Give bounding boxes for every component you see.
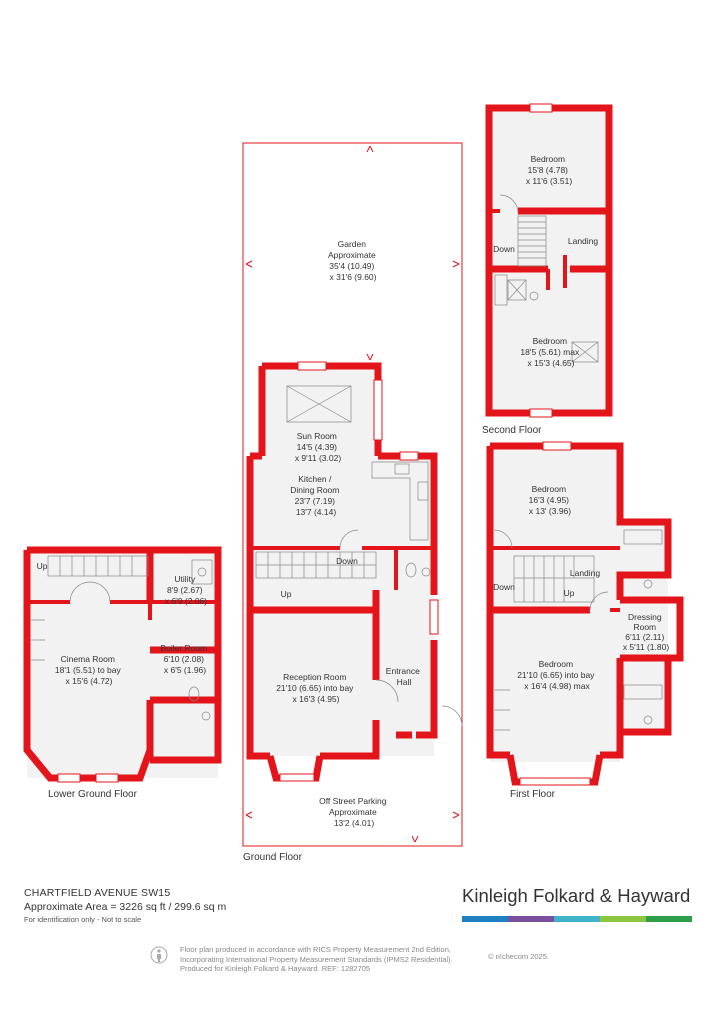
label-landing-second: Landing <box>568 236 599 246</box>
label-garden: Garden Approximate 35'4 (10.49) x 31'6 (… <box>328 239 378 282</box>
brand-bar-4 <box>600 916 646 922</box>
brand-name: Kinleigh Folkard & Hayward <box>462 885 691 906</box>
label-reception: Reception Room 21'10 (6.65) into bay x 1… <box>276 672 356 704</box>
note-line-1: Floor plan produced in accordance with R… <box>180 945 451 954</box>
label-sun-room: Sun Room 14'5 (4.39) x 9'11 (3.02) <box>295 431 342 463</box>
label-down-ground: Down <box>336 556 358 566</box>
label-bedroom-first-top: Bedroom 16'3 (4.95) x 13' (3.96) <box>529 484 572 516</box>
label-cinema-room: Cinema Room 18'1 (5.51) to bay x 15'6 (4… <box>55 654 123 686</box>
brand-color-bar <box>462 916 692 922</box>
brand-bar-2 <box>508 916 554 922</box>
label-up-first: Up <box>564 588 575 598</box>
label-dressing-room: Dressing Room 6'11 (2.11) x 5'11 (1.80) <box>623 612 670 652</box>
brand-bar-5 <box>646 916 692 922</box>
label-boiler-room: Boiler Room 6'10 (2.08) x 6'5 (1.96) <box>160 643 209 675</box>
ground-floor <box>242 142 463 847</box>
approximate-area: Approximate Area = 3226 sq ft / 299.6 sq… <box>24 901 227 913</box>
label-utility: Utility 8'9 (2.67) x 6'9 (2.06) <box>165 574 207 606</box>
label-parking: Off Street Parking Approximate 13'2 (4.0… <box>319 796 389 828</box>
label-landing-first: Landing <box>570 568 601 578</box>
lower-ground-floor <box>23 546 222 783</box>
rics-person-icon <box>150 946 168 964</box>
identification-note: For identification only - Not to scale <box>24 915 142 924</box>
floor-label-ground: Ground Floor <box>243 852 303 863</box>
label-bedroom-second-top: Bedroom 15'8 (4.78) x 11'6 (3.51) <box>526 154 573 186</box>
copyright: © n!checom 2025. <box>488 952 549 961</box>
label-down-second: Down <box>493 244 515 254</box>
property-address: CHARTFIELD AVENUE SW15 <box>24 887 171 899</box>
floor-label-first: First Floor <box>510 789 556 800</box>
measurement-note: Floor plan produced in accordance with R… <box>180 945 500 974</box>
brand-bar-1 <box>462 916 508 922</box>
label-up-ground: Up <box>281 589 292 599</box>
label-entrance-hall: Entrance Hall <box>386 666 422 687</box>
note-line-3: Produced for Kinleigh Folkard & Hayward.… <box>180 964 371 973</box>
label-bedroom-first: Bedroom 21'10 (6.65) into bay x 16'4 (4.… <box>517 659 597 691</box>
floor-label-second: Second Floor <box>482 425 542 436</box>
label-down-first: Down <box>493 582 515 592</box>
brand-bar-3 <box>554 916 600 922</box>
label-kitchen: Kitchen / Dining Room 23'7 (7.19) 13'7 (… <box>290 474 342 517</box>
floor-label-lower-ground: Lower Ground Floor <box>48 789 138 800</box>
note-line-2: Incorporating International Property Mea… <box>180 954 453 964</box>
first-floor <box>486 441 684 786</box>
second-floor <box>485 103 613 418</box>
label-up-lower: Up <box>37 561 48 571</box>
label-bedroom-second: Bedroom 18'5 (5.61) max x 15'3 (4.65) <box>520 336 581 368</box>
